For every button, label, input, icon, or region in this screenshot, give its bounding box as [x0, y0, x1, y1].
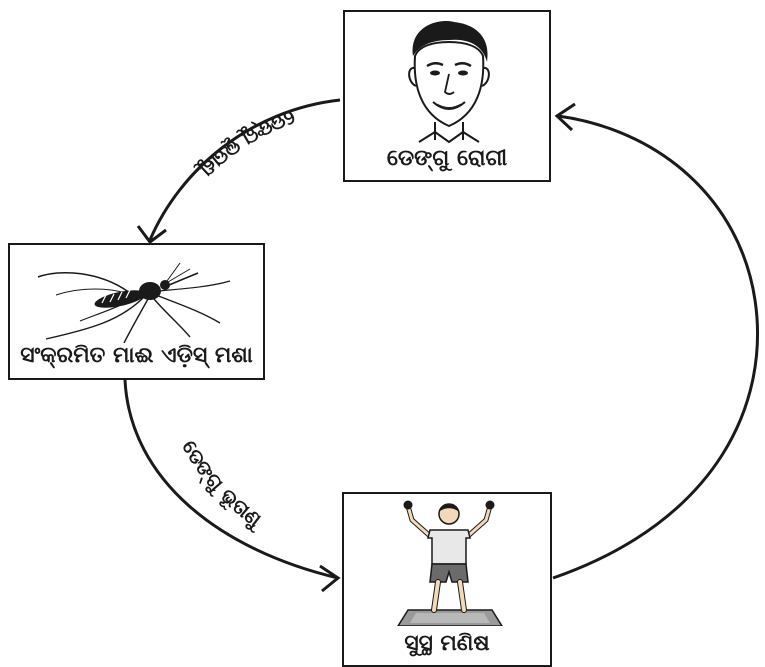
arrowhead-mosquito-to-healthy: [319, 564, 341, 593]
patient-label: ଡେଙ୍ଗୁ ରୋଗୀ: [386, 146, 508, 171]
arrow-mosquito-to-healthy: [123, 379, 339, 580]
patient-node: ଡେଙ୍ଗୁ ରୋଗୀ: [343, 10, 551, 182]
arrowhead-patient-to-mosquito: [136, 225, 167, 245]
man-face-icon: [408, 21, 490, 144]
healthy-node: ସୁସ୍ଥ ମଣିଷ: [342, 492, 552, 667]
boy-exercising-icon: [397, 500, 503, 626]
mosquito-label: ସଂକ୍ରମିତ ମାଈ ଏଡ଼ିସ୍ ମଶା: [20, 343, 253, 368]
mosquito-icon: [37, 262, 231, 343]
arrow-patient-to-mosquito: [148, 98, 341, 241]
arrowhead-healthy-to-patient: [554, 102, 576, 132]
healthy-label: ସୁସ୍ଥ ମଣିଷ: [404, 631, 490, 656]
edge-label-patient-to-mosquito: ଡେଙ୍ଗୁ ଭୂତାଣୁ: [191, 106, 299, 185]
mosquito-node: ସଂକ୍ରମିତ ମାଈ ଏଡ଼ିସ୍ ମଶା: [8, 243, 265, 380]
edge-label-mosquito-to-healthy: ଡେଙ୍ଗୁ ଭୂତାଣୁ: [177, 436, 269, 536]
arrow-healthy-to-patient: [552, 114, 759, 580]
